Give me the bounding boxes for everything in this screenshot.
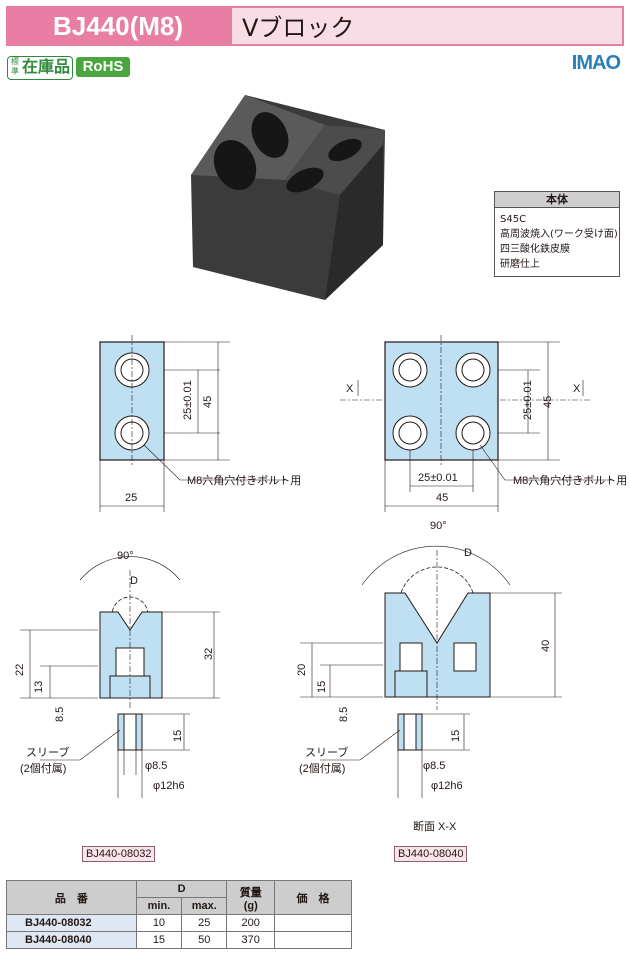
left-plan-drawing — [99, 335, 285, 512]
stock-badge — [7, 56, 73, 80]
product-code: BJ440(M8) — [52, 11, 184, 41]
dim-15: 15 — [316, 680, 328, 693]
cell-price — [273, 914, 353, 932]
dim-total: 45 — [202, 395, 214, 408]
material-line: 四三酸化鉄皮膜 — [500, 244, 570, 255]
bolt-note: M8六角穴付きボルト用 — [187, 475, 302, 487]
section-mark-left: X — [346, 383, 354, 395]
dim-8-5: 8.5 — [54, 706, 66, 722]
col-mass-unit: (g) — [243, 899, 258, 912]
material-line: 研磨仕上 — [500, 259, 540, 270]
dim-13: 13 — [33, 680, 45, 693]
dim-pitch: 25±0.01 — [182, 380, 194, 420]
material-line: S45C — [500, 214, 527, 225]
part-number-tag: BJ440-08040 — [394, 846, 468, 862]
left-section-drawing — [20, 556, 220, 798]
sleeve-label: スリーブ — [305, 747, 349, 759]
sleeve-note: (2個付属) — [299, 763, 346, 775]
col-price: 価 格 — [273, 880, 353, 915]
brand-logo: IMAO — [571, 52, 621, 74]
right-plan-drawing — [340, 335, 612, 512]
section-mark-right: X — [573, 383, 581, 395]
dim-40: 40 — [540, 639, 552, 652]
sleeve-outer-dia: φ12h6 — [431, 780, 463, 792]
bolt-note: M8六角穴付きボルト用 — [513, 475, 628, 487]
col-mass: 質量 (g) — [226, 880, 275, 915]
cell-max: 50 — [181, 931, 228, 949]
sleeve-note: (2個付属) — [20, 763, 67, 775]
dim-pitch-h: 25±0.01 — [418, 472, 458, 484]
dim-32: 32 — [203, 647, 215, 660]
dim-8-5: 8.5 — [338, 706, 350, 722]
material-line: 高周波焼入(ワーク受け面) — [500, 229, 618, 240]
dim-width: 45 — [436, 492, 449, 504]
table-row: BJ440-08032 10 25 200 — [6, 914, 353, 932]
sleeve-inner-dia: φ8.5 — [423, 760, 446, 772]
spec-table: 品 番 D 質量 (g) 価 格 min. max. BJ440-08032 1… — [6, 880, 353, 949]
sleeve-inner-dia: φ8.5 — [145, 760, 168, 772]
col-code: 品 番 — [6, 880, 137, 915]
cell-code: BJ440-08032 — [6, 914, 137, 932]
col-max: max. — [181, 897, 228, 915]
cell-min: 15 — [135, 931, 183, 949]
header-name-panel — [232, 8, 622, 44]
section-caption: 断面 X-X — [413, 821, 457, 833]
cell-max: 25 — [181, 914, 228, 932]
cell-code: BJ440-08040 — [6, 931, 137, 949]
sleeve-label: スリーブ — [26, 747, 70, 759]
stock-badge-label: 在庫品 — [22, 57, 71, 76]
col-d: D — [135, 880, 228, 898]
angle-label: 90° — [117, 550, 134, 562]
col-min: min. — [135, 897, 183, 915]
cell-mass: 200 — [226, 914, 275, 932]
product-photo — [191, 95, 385, 300]
sleeve-len: 15 — [172, 729, 184, 742]
cell-price — [273, 931, 353, 949]
sleeve-outer-dia: φ12h6 — [153, 780, 185, 792]
cell-min: 10 — [135, 914, 183, 932]
material-title: 本体 — [494, 191, 620, 208]
dim-total: 45 — [542, 395, 554, 408]
d-label: D — [464, 547, 472, 559]
dim-pitch: 25±0.01 — [522, 380, 534, 420]
cell-mass: 370 — [226, 931, 275, 949]
dim-20: 20 — [296, 663, 308, 676]
product-name: Vブロック — [242, 14, 355, 42]
right-section-drawing — [300, 545, 562, 798]
table-row: BJ440-08040 15 50 370 — [6, 931, 353, 949]
dim-width: 25 — [125, 492, 138, 504]
part-number-tag: BJ440-08032 — [82, 846, 156, 862]
dim-22: 22 — [14, 663, 26, 676]
d-label: D — [130, 575, 138, 587]
angle-label: 90° — [430, 520, 447, 532]
sleeve-len: 15 — [450, 729, 462, 742]
rohs-badge: RoHS — [76, 57, 130, 77]
col-mass-label: 質量 — [239, 886, 262, 899]
standard-badge-text: 標準 — [11, 57, 19, 76]
